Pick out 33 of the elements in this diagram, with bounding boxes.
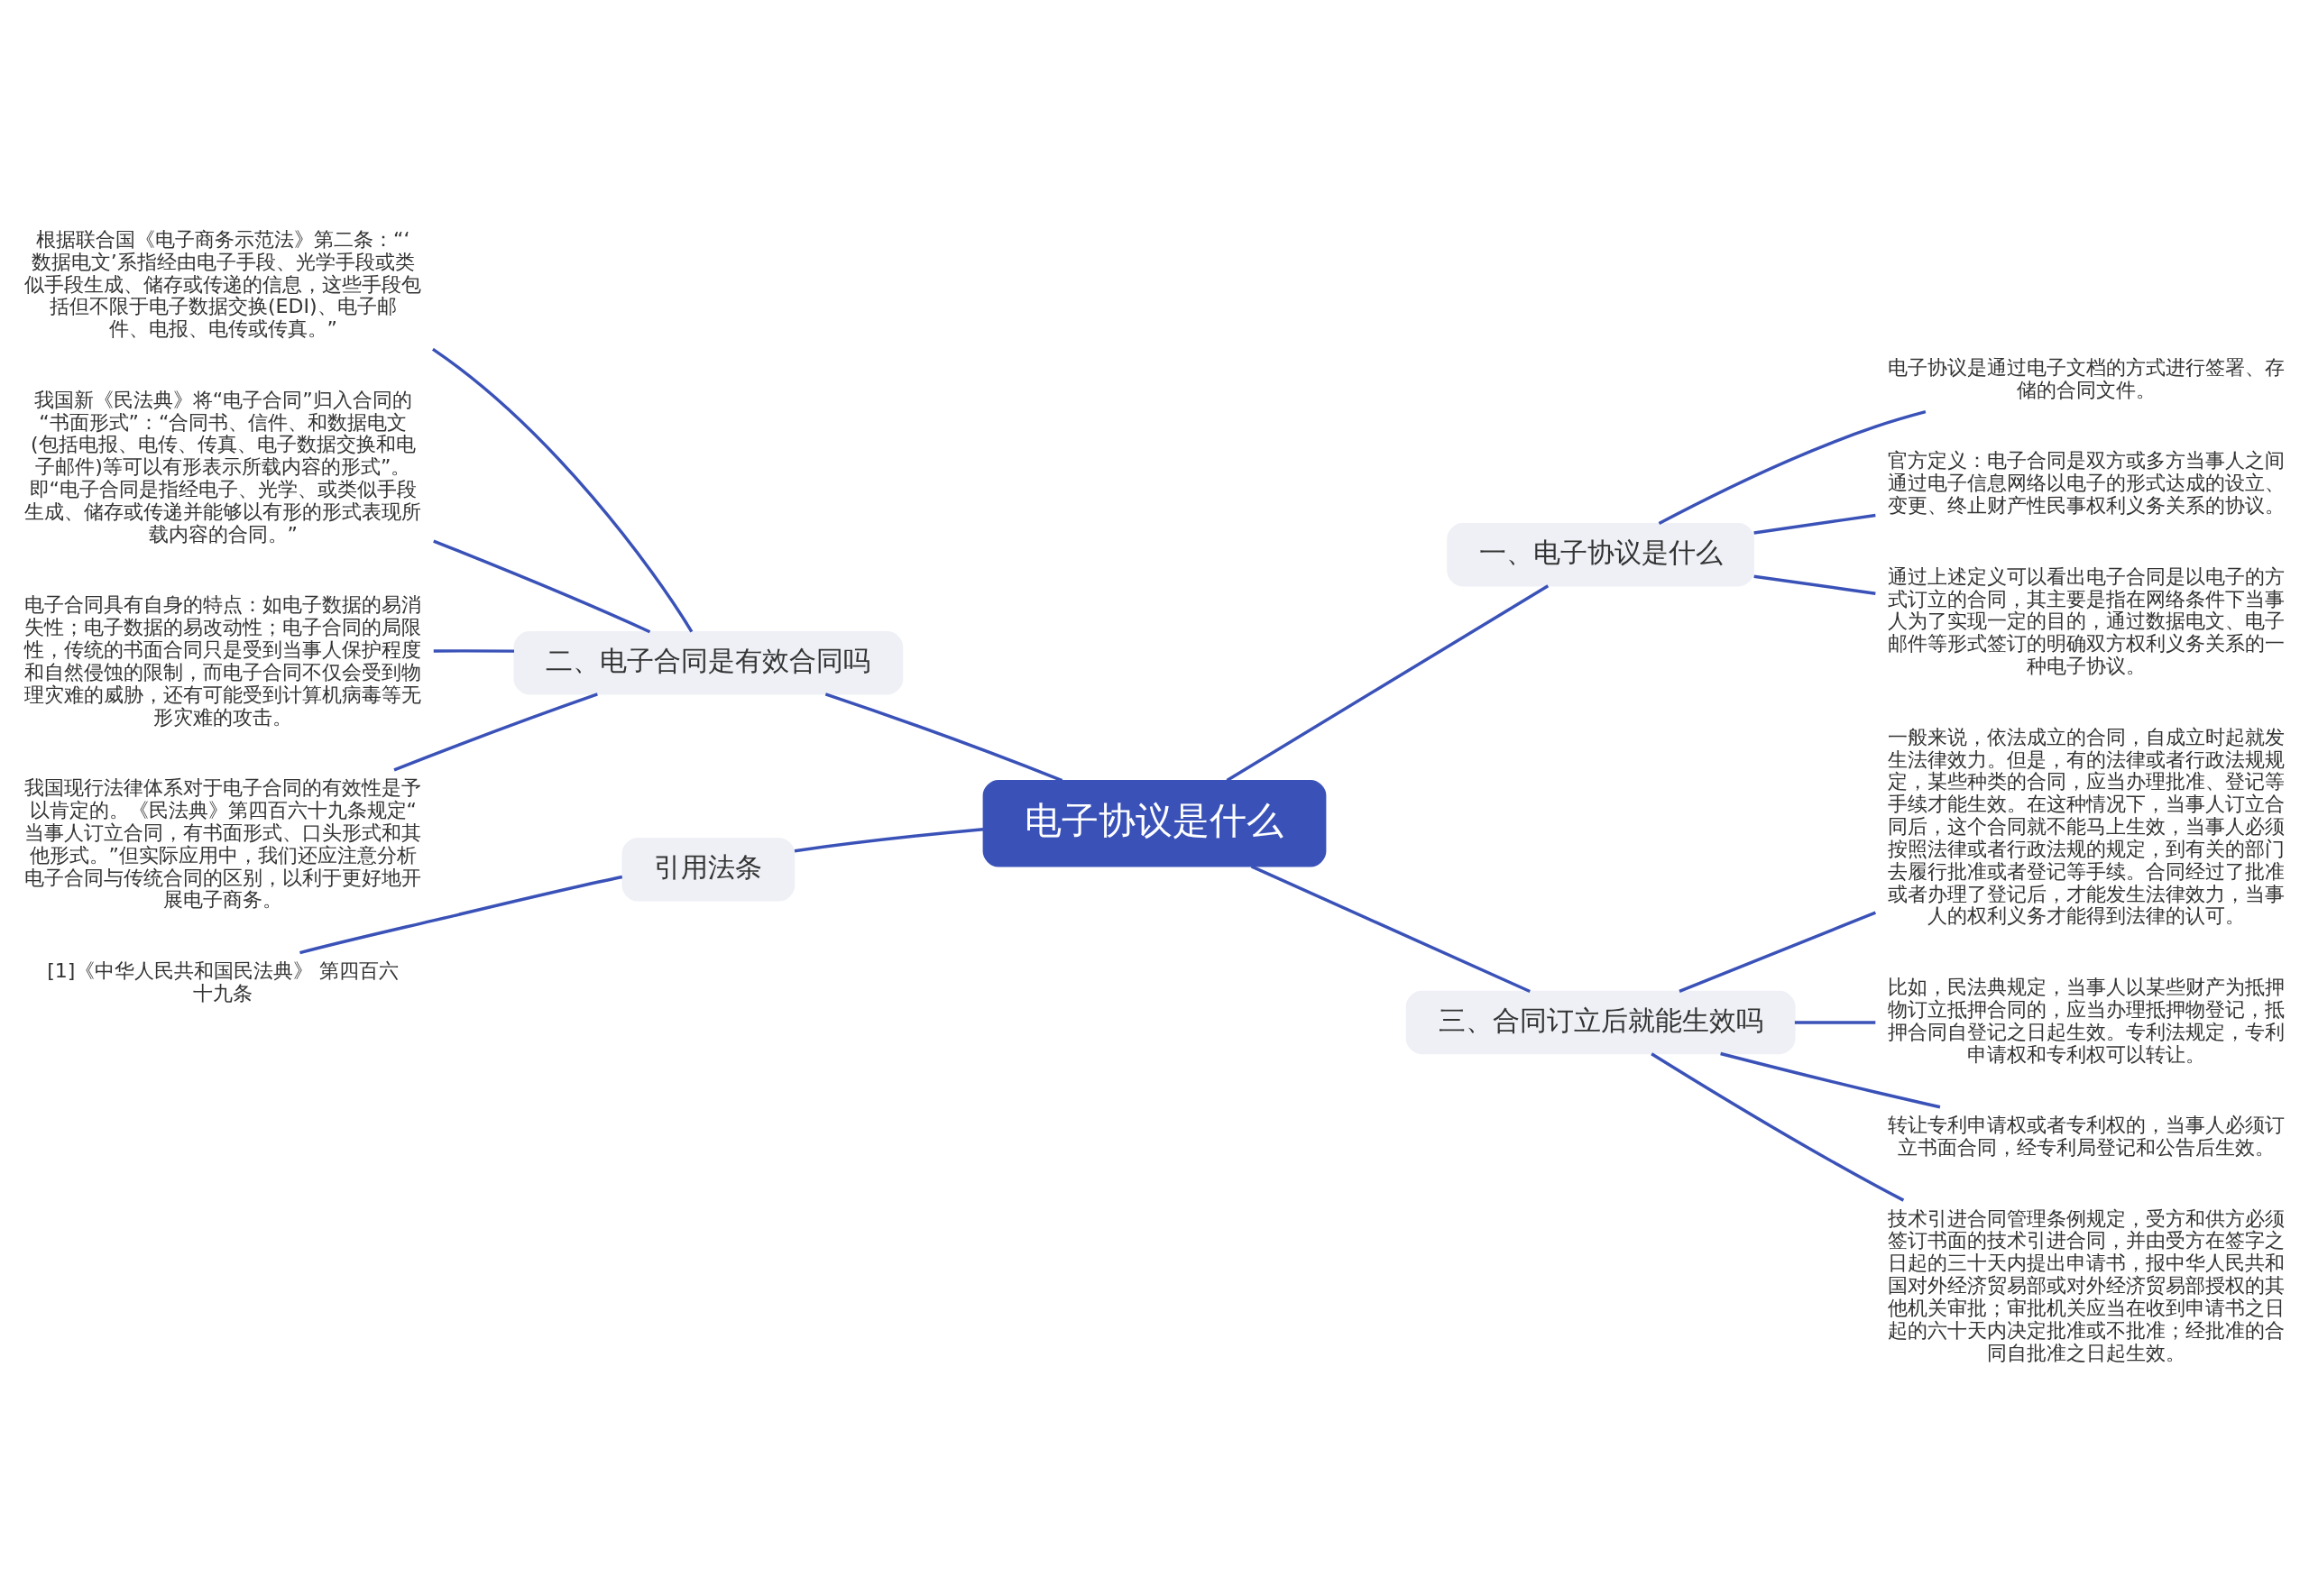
node-box: 引用法条	[621, 838, 796, 902]
node-text: 一般来说，依法成立的合同，自成立时起就发生法律效力。但是，有的法律或者行政法规规定，某些种类的合同，应当办理批准、登记等手续才能生效。在这种情况下，当事人订立合同后，这个合同就不能马上生效，当事人必须按照法律或者行政法规的规定，到有关的部门去履行批准或者登记等手续。合同经过了批准或者办理了登记后，才能发生法律效力，当事人的权利义务才能得到法律的认可。	[1887, 725, 2285, 928]
node-text: 我国现行法律体系对于电子合同的有效性是予以肯定的。《民法典》第四百六十九条规定“当事人订立合同，有书面形式、口头形式和其他形式。”但实际应用中，我们还应注意分析电子合同与传统合同的区别，以利于更好地开展电子商务。	[24, 776, 422, 912]
connector	[1658, 410, 1927, 526]
node-text: 根据联合国《电子商务示范法》第二条：“‘数据电文’系指经由电子手段、光学手段或类似手段生成、储存或传递的信息，这些手段包括但不限于电子数据交换(EDI)、电子邮件、电报、电传或传真。”	[24, 227, 422, 341]
node-text: [1]《中华人民共和国民法典》 第四百六十九条	[47, 959, 400, 1004]
connector	[433, 649, 514, 653]
node-text: 官方定义：电子合同是双方或多方当事人之间通过电子信息网络以电子的形式达成的设立、变更、终止财产性民事权利义务关系的协议。	[1887, 449, 2285, 518]
connector	[1720, 1051, 1941, 1109]
node-text: 比如，民法典规定，当事人以某些财产为抵押物订立抵押合同的，应当办理抵押物登记，抵押合同自登记之日起生效。专利法规定，专利申请权和专利权可以转让。	[1887, 976, 2285, 1066]
node-text: 技术引进合同管理条例规定，受方和供方必须签订书面的技术引进合同，并由受方在签字之日起的三十天内提出申请书，报中华人民共和国对外经济贸易部或对外经济贸易部授权的其他机关审批；审批机关应当在收到申请书之日起的六十天内决定批准或不批准；经批准的合同自批准之日起生效。	[1887, 1206, 2285, 1364]
connector	[393, 693, 598, 772]
connector	[1651, 1052, 1905, 1202]
connector	[1226, 584, 1550, 782]
connector	[794, 828, 984, 853]
node-text: 电子协议是通过电子文档的方式进行签署、存储的合同文件。	[1887, 355, 2285, 401]
node-text: 我国新《民法典》将“电子合同”归入合同的“书面形式”：“合同书、信件、和数据电文(包括电报、电传、传真、电子数据交换和电子邮件)等可以有形表示所载内容的形式”。即“电子合同是指经电子、光学、或类似手段生成、储存或传递并能够以有形的形式表现所载内容的合同。”	[24, 388, 422, 546]
node-box: 三、合同订立后就能生效吗	[1405, 990, 1796, 1055]
node-text: 电子合同具有自身的特点：如电子数据的易消失性；电子数据的易改动性；电子合同的局限性，传统的书面合同只是受到当事人保护程度和自然侵蚀的限制，而电子合同不仅会受到物理灾难的威胁，还有可能受到计算机病毒等无形灾难的攻击。	[24, 593, 422, 729]
connector	[824, 693, 1063, 783]
node-box: 一、电子协议是什么	[1447, 523, 1754, 587]
connector	[1794, 1021, 1876, 1024]
connector	[1679, 911, 1877, 994]
node-text: 通过上述定义可以看出电子合同是以电子的方式订立的合同，其主要是指在网络条件下当事人为了实现一定的目的，通过数据电文、电子邮件等形式签订的明确双方权利义务关系的一种电子协议。	[1887, 564, 2285, 678]
connector	[1250, 865, 1531, 994]
connector	[433, 539, 651, 634]
connector	[299, 875, 623, 955]
node-box: 二、电子合同是有效合同吗	[513, 631, 904, 695]
connector	[431, 347, 694, 633]
node-box: 电子协议是什么	[982, 780, 1327, 867]
connector	[1753, 574, 1876, 595]
connector	[1753, 513, 1876, 535]
node-text: 转让专利申请权或者专利权的，当事人必须订立书面合同，经专利局登记和公告后生效。	[1887, 1114, 2285, 1159]
